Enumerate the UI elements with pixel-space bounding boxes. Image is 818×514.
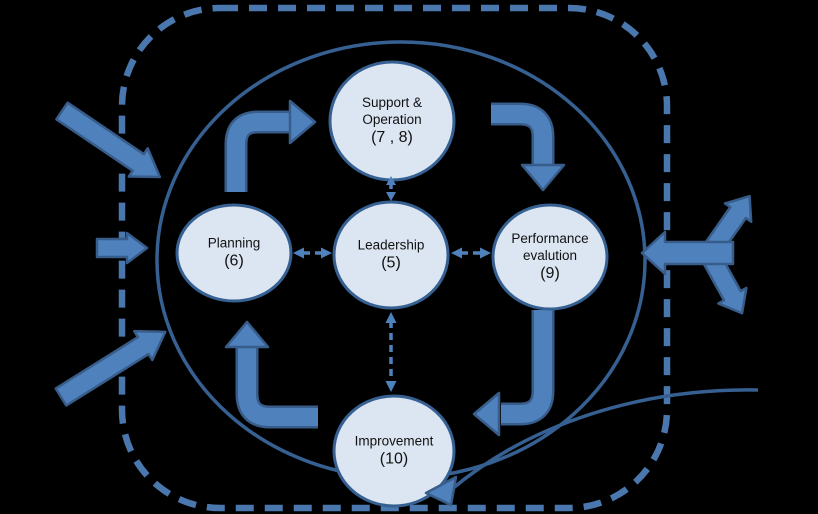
node-clause-number: (10) (379, 450, 409, 468)
node-label-planning: Planning (6) (184, 235, 284, 272)
arrow-improvement-to-planning (224, 320, 318, 429)
cycle-return-arrow (424, 388, 759, 507)
node-circle-planning (175, 203, 293, 303)
node-title: Improvement (354, 433, 434, 449)
arrow-performance-to-improvement (472, 310, 555, 437)
connector-leadership-improvement (385, 312, 397, 392)
output-three-way-arrow (640, 194, 753, 315)
node-title: Planning (207, 235, 261, 251)
arrow-support-to-performance (491, 102, 566, 192)
node-label-leadership: Leadership (5) (336, 237, 446, 274)
connector-planning-leadership (293, 247, 332, 259)
node-circle-leadership (332, 200, 450, 310)
output-arrow-down-right (702, 253, 748, 315)
connector-support-leadership (386, 176, 396, 201)
node-label-support-operation: Support & Operation (7 , 8) (336, 94, 448, 148)
node-title: Leadership (357, 237, 425, 253)
connector-leadership-performance (451, 247, 491, 259)
arrow-planning-to-support (224, 99, 317, 192)
node-label-performance-evaluation: Performance evalution (9) (491, 230, 609, 284)
node-title: Performance evalution (511, 231, 589, 263)
node-label-improvement: Improvement (10) (324, 433, 464, 470)
output-arrow-left (640, 230, 735, 276)
node-clause-number: (7 , 8) (371, 129, 413, 146)
node-clause-number: (9) (540, 265, 560, 282)
input-arrow-middle-left (95, 231, 149, 265)
node-circle-improvement (332, 394, 456, 508)
node-clause-number: (6) (224, 252, 244, 270)
node-clause-number: (5) (381, 254, 401, 272)
node-title: Support & Operation (361, 95, 423, 127)
input-arrow-top-left (55, 101, 162, 179)
node-circle-performance-evaluation (491, 203, 609, 311)
input-arrow-bottom-left (54, 329, 167, 407)
